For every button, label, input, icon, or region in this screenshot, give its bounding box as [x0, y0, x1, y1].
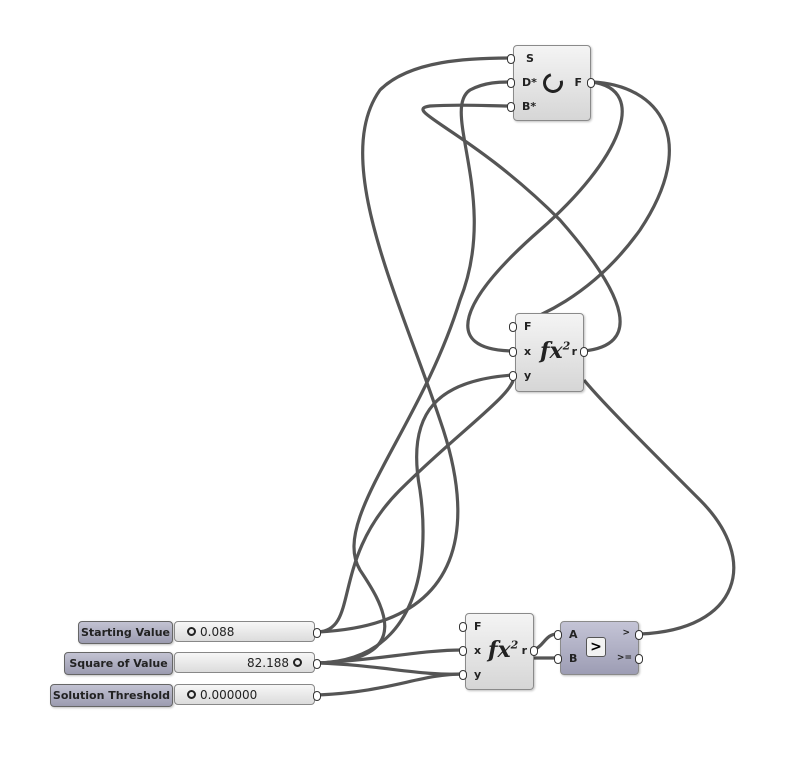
wire-starting-to-s [317, 56, 512, 634]
grip[interactable] [509, 347, 517, 357]
slider-label-solution-threshold: Solution Threshold [50, 684, 173, 707]
output-gte: >= [616, 653, 632, 663]
slider-label-starting-value: Starting Value [78, 621, 173, 644]
fx-icon: fx2 [540, 338, 571, 364]
input-d: D* [522, 76, 537, 89]
wire-square-to-bottom-y [317, 661, 464, 676]
grip[interactable] [313, 659, 321, 669]
output-r: r [571, 345, 577, 358]
grip[interactable] [554, 654, 562, 664]
grip[interactable] [509, 371, 517, 381]
wire-square-to-d [317, 80, 512, 665]
grip[interactable] [313, 628, 321, 638]
slider-knob[interactable] [187, 627, 196, 636]
slider-value: 0.088 [200, 624, 235, 639]
input-f: F [474, 620, 482, 633]
expression-component-top[interactable]: F x y r fx2 [515, 313, 584, 392]
grip[interactable] [313, 691, 321, 701]
greater-than-icon: > [586, 637, 606, 657]
input-b: B* [522, 100, 537, 113]
wire-compare-to-middle [582, 379, 736, 636]
grip[interactable] [554, 630, 562, 640]
grip[interactable] [635, 630, 643, 640]
output-f: F [574, 76, 582, 89]
compare-component[interactable]: A B > >= > [560, 621, 639, 675]
input-x: x [474, 644, 482, 657]
grip[interactable] [459, 670, 467, 680]
slider-value: 82.188 [247, 655, 289, 670]
grip-f-out[interactable] [587, 78, 595, 88]
wire-loop-f-to-middle-x [466, 80, 624, 353]
wire-square-to-bottom-x [317, 648, 464, 665]
grip[interactable] [509, 322, 517, 332]
input-a: A [569, 628, 578, 641]
output-r: r [521, 644, 527, 657]
slider-value: 0.000000 [200, 687, 258, 702]
expression-component-bottom[interactable]: F x y r fx2 [465, 613, 534, 690]
grip-s[interactable] [507, 54, 515, 64]
slider-solution-threshold[interactable]: 0.000000 [174, 684, 315, 705]
output-gt: > [622, 628, 630, 638]
input-y: y [474, 668, 482, 681]
wire-threshold-to-middle-y [317, 373, 514, 665]
loop-arrow-icon [539, 69, 567, 97]
input-y: y [524, 369, 532, 382]
fx-icon: fx2 [488, 637, 519, 663]
grip[interactable] [635, 654, 643, 664]
slider-knob[interactable] [293, 658, 302, 667]
input-s: S [526, 52, 534, 65]
wire-threshold-to-bottom-y [317, 672, 464, 697]
grip[interactable] [459, 646, 467, 656]
grip-b[interactable] [507, 102, 515, 112]
slider-starting-value[interactable]: 0.088 [174, 621, 315, 642]
input-f: F [524, 320, 532, 333]
slider-square-of-value[interactable]: 82.188 [174, 652, 315, 673]
wire-middle-r-to-b [421, 103, 622, 353]
slider-label-square-of-value: Square of Value [64, 652, 173, 675]
wire-starting-to-middle-y [317, 374, 516, 634]
grip-d[interactable] [507, 78, 515, 88]
slider-knob[interactable] [187, 690, 196, 699]
input-x: x [524, 345, 532, 358]
input-b: B [569, 652, 578, 665]
grip[interactable] [580, 347, 588, 357]
grip[interactable] [459, 622, 467, 632]
grip[interactable] [530, 646, 538, 656]
loop-component[interactable]: S D* B* F [513, 45, 591, 121]
